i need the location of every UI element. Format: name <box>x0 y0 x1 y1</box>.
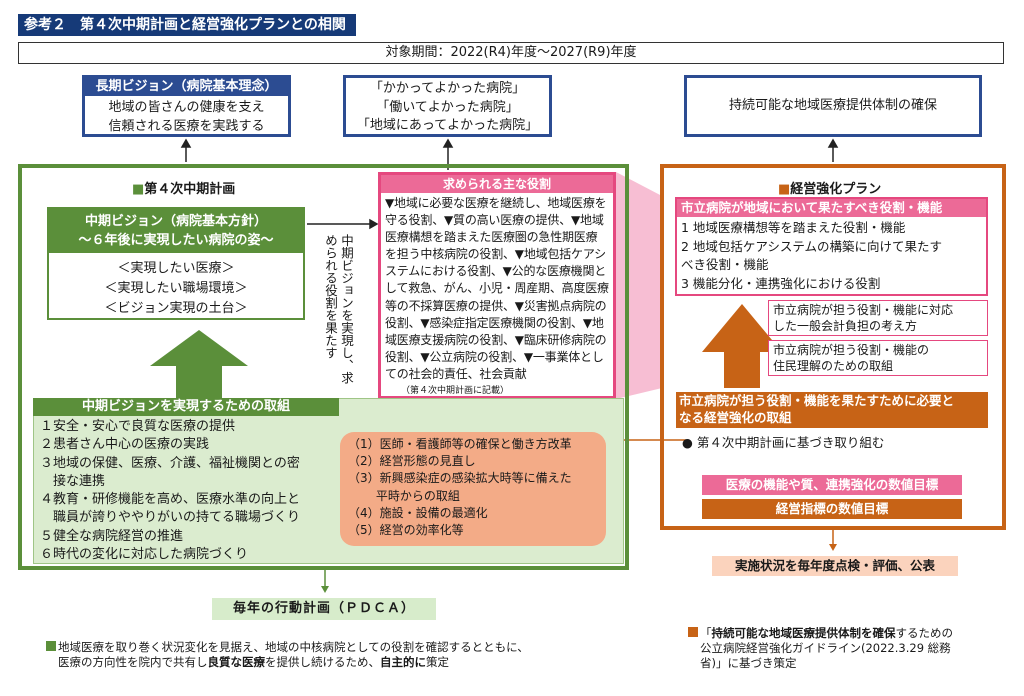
list-item: （3）新興感染症の感染拡大時等に備えた <box>348 471 572 486</box>
torikumi-list: １安全・安心で良質な医療の提供 ２患者さん中心の医療の実践 ３地域の保健、医療、… <box>40 418 340 564</box>
required-roles-box: 求められる主な役割 ▼地域に必要な医療を継続し、地域医療を守る役割、▼質の高い医… <box>378 172 616 399</box>
resident-understanding-box: 市立病院が担う役割・機能の 住民理解のための取組 <box>768 340 988 376</box>
list-item: （4）施設・設備の最適化 <box>348 505 488 520</box>
required-roles-title: 求められる主な役割 <box>381 175 613 193</box>
mid-vision-title-line: ～６年後に実現したい病院の姿～ <box>78 233 274 248</box>
footnote-right-line: 省)」に基づき策定 <box>700 656 797 670</box>
quality-target-bar: 医療の機能や質、連携強化の数値目標 <box>702 475 962 495</box>
reform-section-label: ■経営強化プラン <box>778 182 882 197</box>
footnote-left-line: 地域医療を取り巻く状況変化を見据え、地域の中核病院としての役割を確認するとともに… <box>58 640 529 654</box>
list-item: べき役割・機能 <box>681 257 769 272</box>
plan4-frame <box>18 164 629 570</box>
footnote-right-bold: 持続可能な地域医療提供体制を確保 <box>711 626 896 640</box>
list-item: （1）医師・看護師等の確保と働き方改革 <box>348 437 572 451</box>
sustainable-box: 持続可能な地域医療提供体制の確保 <box>684 75 982 137</box>
box-line: 市立病院が担う役割・機能に対応 <box>773 303 954 317</box>
list-item: 平時からの取組 <box>348 488 460 503</box>
footnote-right: 「持続可能な地域医療提供体制を確保するための 公立病院経営強化ガイドライン(20… <box>688 626 1008 671</box>
mid-vision-item: ＜実現したい医療＞ <box>117 261 235 276</box>
footnote-left-bold: 自主的に <box>380 655 426 669</box>
plan4-section-text: 第４次中期計画 <box>144 182 236 197</box>
footnote-right-line: 公立病院経営強化ガイドライン(2022.3.29 総務 <box>700 641 951 655</box>
long-vision-box: 長期ビジョン（病院基本理念） 地域の皆さんの健康を支え 信頼される医療を実践する <box>82 75 291 137</box>
mid-vision-box: 中期ビジョン（病院基本方針） ～６年後に実現したい病院の姿～ ＜実現したい医療＞… <box>47 207 305 320</box>
list-item: １安全・安心で良質な医療の提供 <box>40 419 236 434</box>
mid-vision-title-line: 中期ビジョン（病院基本方針） <box>84 214 267 229</box>
list-item: 2 地域包括ケアシステムの構築に向けて果たす <box>681 238 943 254</box>
basis-text: ● 第４次中期計画に基づき取り組む <box>682 435 885 450</box>
list-item: 職員が誇りややりがいの持てる職場づくり <box>40 510 301 526</box>
reform-items-box: （1）医師・看護師等の確保と働き方改革 （2）経営形態の見直し （3）新興感染症… <box>340 432 606 546</box>
reform-needed-bar: 市立病院が担う役割・機能を果たすために必要と なる経営強化の取組 <box>676 392 988 428</box>
long-vision-line: 信頼される医療を実践する <box>108 119 265 134</box>
slogan-line: 「かかってよかった病院」 <box>369 81 526 96</box>
bar-line: なる経営強化の取組 <box>679 410 792 425</box>
bar-line: 市立病院が担う役割・機能を果たすために必要と <box>679 393 955 408</box>
long-vision-title: 長期ビジョン（病院基本理念） <box>85 78 288 96</box>
reform-section-text: 経営強化プラン <box>790 182 882 197</box>
list-item: ６時代の変化に対応した病院づくり <box>40 547 249 563</box>
list-item: （2）経営形態の見直し <box>348 454 476 469</box>
mid-vision-title: 中期ビジョン（病院基本方針） ～６年後に実現したい病院の姿～ <box>49 209 303 253</box>
pdca-label: 毎年の行動計画（ＰＤＣＡ） <box>212 598 436 620</box>
annual-review-label: 実施状況を毎年度点検・評価、公表 <box>712 556 958 576</box>
long-vision-line: 地域の皆さんの健康を支え <box>108 100 265 115</box>
slogan-box: 「かかってよかった病院」 「働いてよかった病院」 「地域にあってよかった病院」 <box>343 75 552 137</box>
general-account-box: 市立病院が担う役割・機能に対応 した一般会計負担の考え方 <box>768 300 988 336</box>
vision-to-roles-note: 中期ビジョンを実現し、求められる役割を果たす <box>323 234 354 384</box>
footnote-left-bold: 良質な医療 <box>207 655 266 669</box>
target-period: 対象期間：2022(R4)年度～2027(R9)年度 <box>18 42 1004 64</box>
page-title: 参考２ 第４次中期計画と経営強化プランとの相関 <box>18 14 356 36</box>
management-target-bar: 経営指標の数値目標 <box>702 499 962 519</box>
box-line: 住民理解のための取組 <box>773 359 894 373</box>
footnote-right-text: するための <box>895 626 954 640</box>
list-item: 3 機能分化・連携強化における役割 <box>681 275 881 291</box>
plan4-section-label: ■第４次中期計画 <box>132 182 236 197</box>
required-roles-body: ▼地域に必要な医療を継続し、地域医療を守る役割、▼質の高い医療の提供、▼地域医療… <box>385 196 609 381</box>
footnote-left-text: 策定 <box>426 655 449 669</box>
list-item: 1 地域医療構想等を踏まえた役割・機能 <box>681 220 906 235</box>
footnote-right-text: 「 <box>700 626 712 640</box>
list-item: ５健全な病院経営の推進 <box>40 528 184 544</box>
reform-plan-frame <box>660 164 1006 530</box>
mid-vision-item: ＜実現したい職場環境＞ <box>104 281 248 296</box>
list-item: ４教育・研修機能を高め、医療水準の向上と <box>40 492 301 508</box>
hospital-roles-title: 市立病院が地域において果たすべき役割・機能 <box>677 199 986 217</box>
sustainable-text: 持続可能な地域医療提供体制の確保 <box>728 98 937 113</box>
footnote-left-text: を提供し続けるため、 <box>265 655 380 669</box>
hospital-roles-box: 市立病院が地域において果たすべき役割・機能 1 地域医療構想等を踏まえた役割・機… <box>675 197 988 296</box>
torikumi-title: 中期ビジョンを実現するための取組 <box>33 398 339 416</box>
footnote-left-text: 医療の方向性を院内で共有し <box>58 655 208 669</box>
mid-vision-item: ＜ビジョン実現の土台＞ <box>104 301 248 316</box>
slogan-line: 「働いてよかった病院」 <box>376 99 519 115</box>
list-item: 接な連携 <box>40 473 106 489</box>
list-item: ３地域の保健、医療、介護、福祉機関との密 <box>40 455 300 471</box>
required-roles-note: （第４次中期計画に記載） <box>401 386 510 397</box>
box-line: した一般会計負担の考え方 <box>773 319 918 333</box>
footnote-left: 地域医療を取り巻く状況変化を見据え、地域の中核病院としての役割を確認するとともに… <box>46 640 606 670</box>
list-item: （5）経営の効率化等 <box>348 523 464 538</box>
slogan-line: 「地域にあってよかった病院」 <box>356 118 539 133</box>
box-line: 市立病院が担う役割・機能の <box>773 343 930 357</box>
list-item: ２患者さん中心の医療の実践 <box>40 437 210 453</box>
